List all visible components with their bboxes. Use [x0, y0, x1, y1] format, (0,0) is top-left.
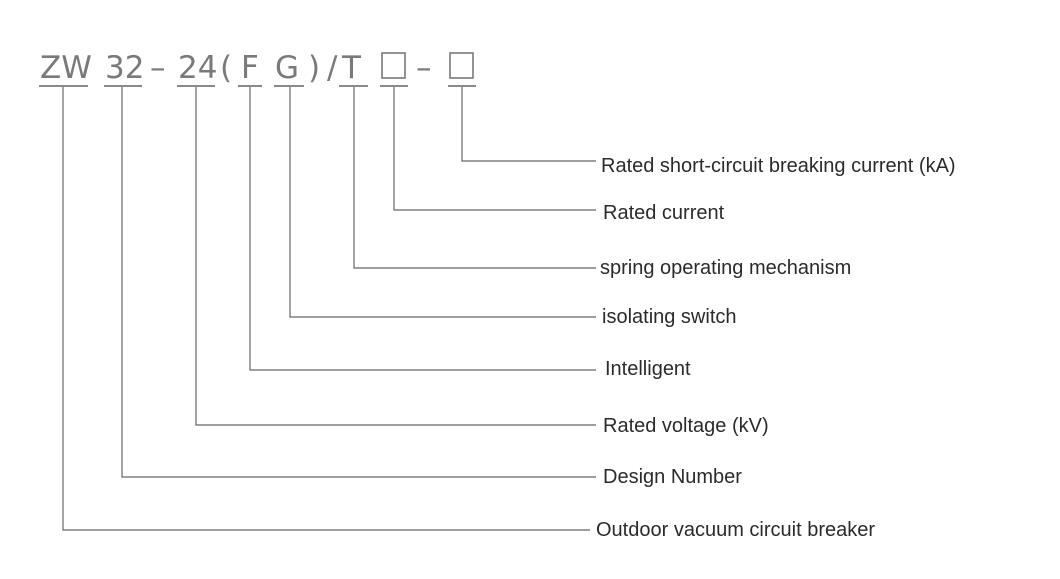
code-slash: / — [327, 50, 338, 86]
code-g: G — [275, 50, 299, 86]
code-32: 32 — [105, 50, 144, 86]
label-breaking-current: Rated short-circuit breaking current (kA… — [601, 155, 956, 177]
leader-lines — [62, 87, 596, 531]
label-intelligent: Intelligent — [605, 358, 691, 380]
label-rated-current: Rated current — [603, 202, 725, 224]
code-paren-open: ( — [220, 50, 232, 86]
leader-mechanism — [353, 87, 596, 269]
model-code: ZW 32 – 24 ( F G ) / T – — [40, 50, 474, 86]
code-24: 24 — [178, 50, 217, 86]
leader-isolating-switch — [289, 87, 596, 318]
label-isolating-switch: isolating switch — [602, 306, 737, 328]
leader-intelligent — [249, 87, 596, 371]
label-outdoor: Outdoor vacuum circuit breaker — [596, 519, 875, 541]
code-t: T — [341, 50, 362, 86]
leader-design-number — [121, 87, 596, 478]
leader-rated-current — [393, 87, 596, 211]
code-zw: ZW — [40, 50, 92, 86]
leader-outdoor — [62, 87, 590, 531]
code-f: F — [241, 50, 259, 86]
label-design-number: Design Number — [603, 466, 742, 488]
code-paren-close: ) — [308, 50, 320, 86]
code-dash-1: – — [150, 50, 166, 86]
code-dash-2: – — [416, 50, 432, 86]
label-mechanism: spring operating mechanism — [600, 257, 851, 279]
label-rated-voltage: Rated voltage (kV) — [603, 415, 769, 437]
description-labels: Rated short-circuit breaking current (kA… — [596, 155, 956, 541]
leader-rated-voltage — [195, 87, 596, 426]
code-placeholder-current-box — [381, 52, 406, 79]
leader-breaking-current — [461, 87, 596, 162]
code-placeholder-breaking-box — [449, 52, 474, 79]
